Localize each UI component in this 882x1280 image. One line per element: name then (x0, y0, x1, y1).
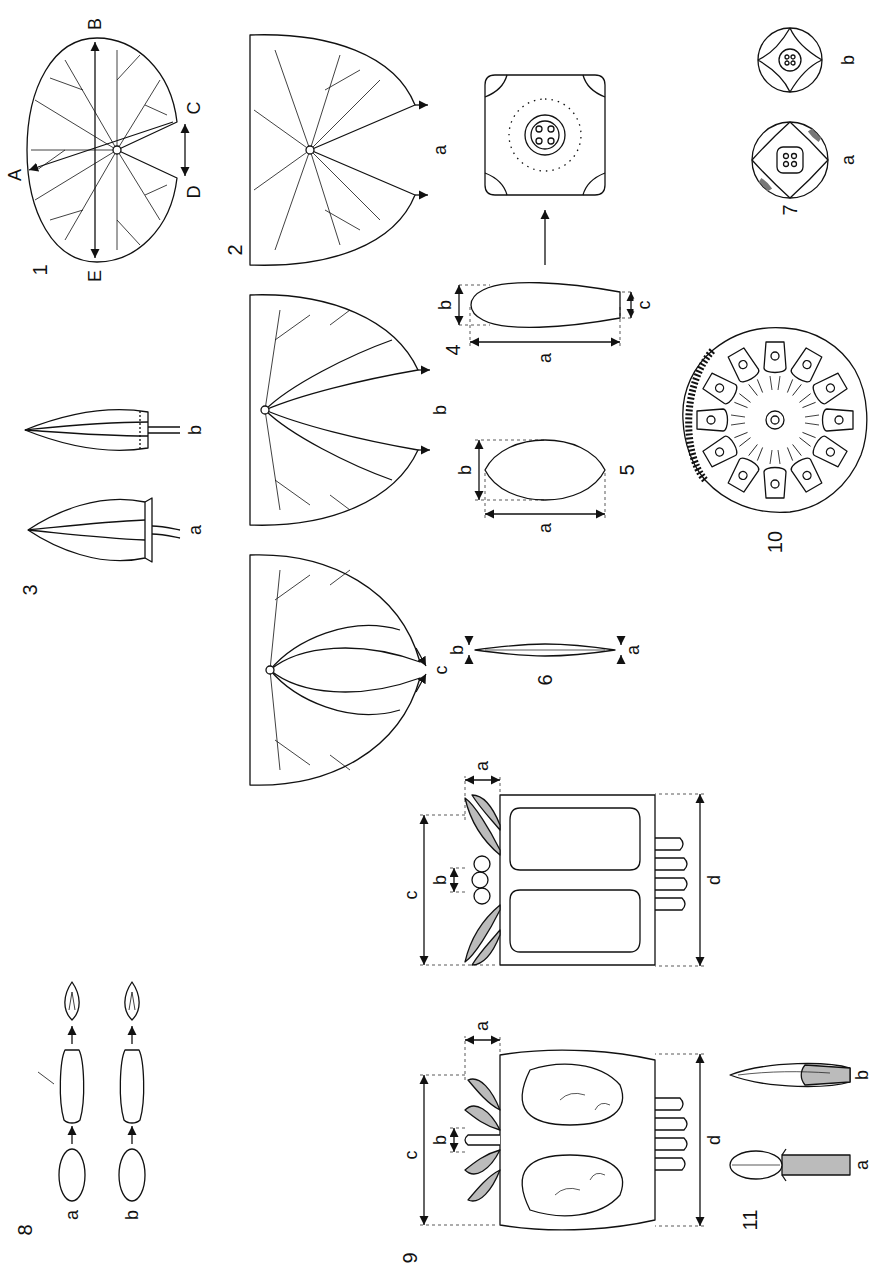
figure-number: 2 (224, 242, 246, 257)
leaf-figure (27, 38, 185, 262)
figure-number: 9 (399, 1250, 421, 1265)
dimension-label: c (400, 1149, 420, 1162)
leaf-figure (250, 295, 430, 525)
dimension-label: b (430, 873, 450, 887)
figure-number: 10 (764, 529, 786, 555)
part-label: a (838, 153, 858, 167)
figure-number: 8 (14, 1222, 36, 1237)
part-label: c (430, 664, 450, 677)
dimension-label: a (623, 643, 643, 657)
seed-figure (475, 440, 605, 518)
flower-section (420, 776, 704, 966)
leaf-figure (250, 555, 426, 785)
flower-section (420, 1036, 704, 1230)
part-label: b (185, 423, 205, 437)
part-label: a (430, 143, 450, 157)
dimension-label: a (535, 351, 555, 365)
leaf-figure (250, 35, 428, 266)
dimension-label: b (430, 1133, 450, 1147)
part-label: a (62, 1208, 82, 1222)
part-label: b (838, 53, 858, 67)
part-label: b (122, 1208, 142, 1222)
part-label: b (852, 1068, 872, 1082)
part-label: b (430, 403, 450, 417)
figure-number: 6 (534, 672, 556, 687)
figure-number: 3 (19, 582, 41, 597)
dimension-label: a (472, 759, 492, 773)
stamen-figure (730, 1064, 850, 1181)
figure-number: 7 (779, 202, 801, 217)
dimension-label: d (704, 1133, 724, 1147)
dimension-label: D (183, 184, 203, 201)
dimension-label: C (183, 100, 203, 117)
dimension-label: c (633, 299, 653, 312)
dimension-label: b (447, 643, 467, 657)
dimension-label: a (535, 521, 555, 535)
figure-number: 11 (739, 1208, 761, 1233)
seed-figure (469, 636, 621, 664)
dimension-label: A (5, 167, 25, 183)
receptacle-figure (459, 75, 631, 346)
receptacle-section (683, 328, 867, 513)
section-figure (752, 28, 828, 198)
dimension-label: b (455, 463, 475, 477)
dimension-label: b (435, 298, 455, 312)
part-label: a (185, 523, 205, 537)
dimension-label: d (704, 873, 724, 887)
bud-figure (25, 410, 180, 562)
figure-number: 4 (442, 342, 464, 357)
figure-number: 5 (616, 462, 638, 477)
dimension-label: E (85, 268, 105, 284)
part-label: a (852, 1158, 872, 1172)
dimension-label: a (472, 1019, 492, 1033)
dimension-label: c (400, 889, 420, 902)
figure-number: 1 (29, 262, 51, 277)
seed-series (38, 982, 145, 1201)
dimension-label: B (85, 16, 105, 32)
